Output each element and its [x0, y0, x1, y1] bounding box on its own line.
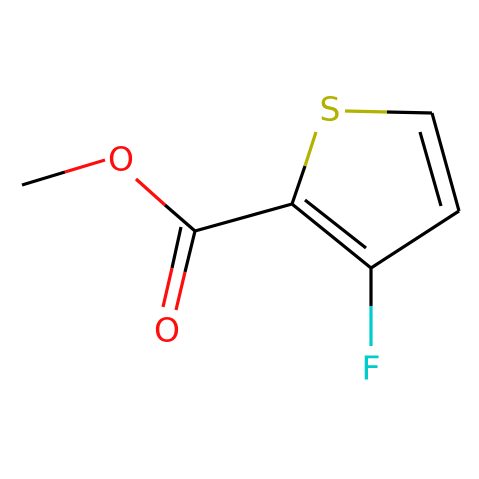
atom-labels: S O O F: [108, 90, 380, 388]
ether-oxygen-atom-label: O: [108, 140, 134, 179]
carbonyl-oxygen-atom-label: O: [154, 311, 180, 350]
bond-carbonyl-double-1-c: [183, 230, 197, 273]
bond-c4-c3: [370, 209, 460, 270]
bond-methyl-oxygen-o-part: [64, 158, 106, 174]
bonds: [21, 109, 461, 346]
bond-sulfur-c5-s-part: [344, 109, 388, 114]
bond-c5-c4: [430, 112, 461, 212]
bond-carbonyl-double-1-o: [174, 271, 187, 311]
bond-c2-sulfur-s-part: [303, 131, 318, 167]
bond-carbonyl-double-2-o: [161, 267, 174, 308]
bond-c3-c2-inner: [304, 198, 367, 250]
bond-sulfur-c5-c-part: [386, 110, 433, 115]
bond-c3-c2: [290, 202, 373, 270]
bond-oxygen-carbonyl-c-part: [163, 203, 197, 233]
bond-c5-c4-inner: [418, 131, 443, 207]
fluorine-atom-label: F: [362, 349, 381, 388]
bond-oxygen-carbonyl-o-part: [134, 177, 167, 207]
bond-methyl-oxygen: [21, 170, 66, 187]
bond-c2-sulfur-c-part: [290, 165, 307, 205]
bond-carbonyl-ring: [194, 202, 293, 233]
sulfur-atom-label: S: [320, 90, 341, 129]
bond-carbonyl-double-2-c: [170, 226, 183, 269]
